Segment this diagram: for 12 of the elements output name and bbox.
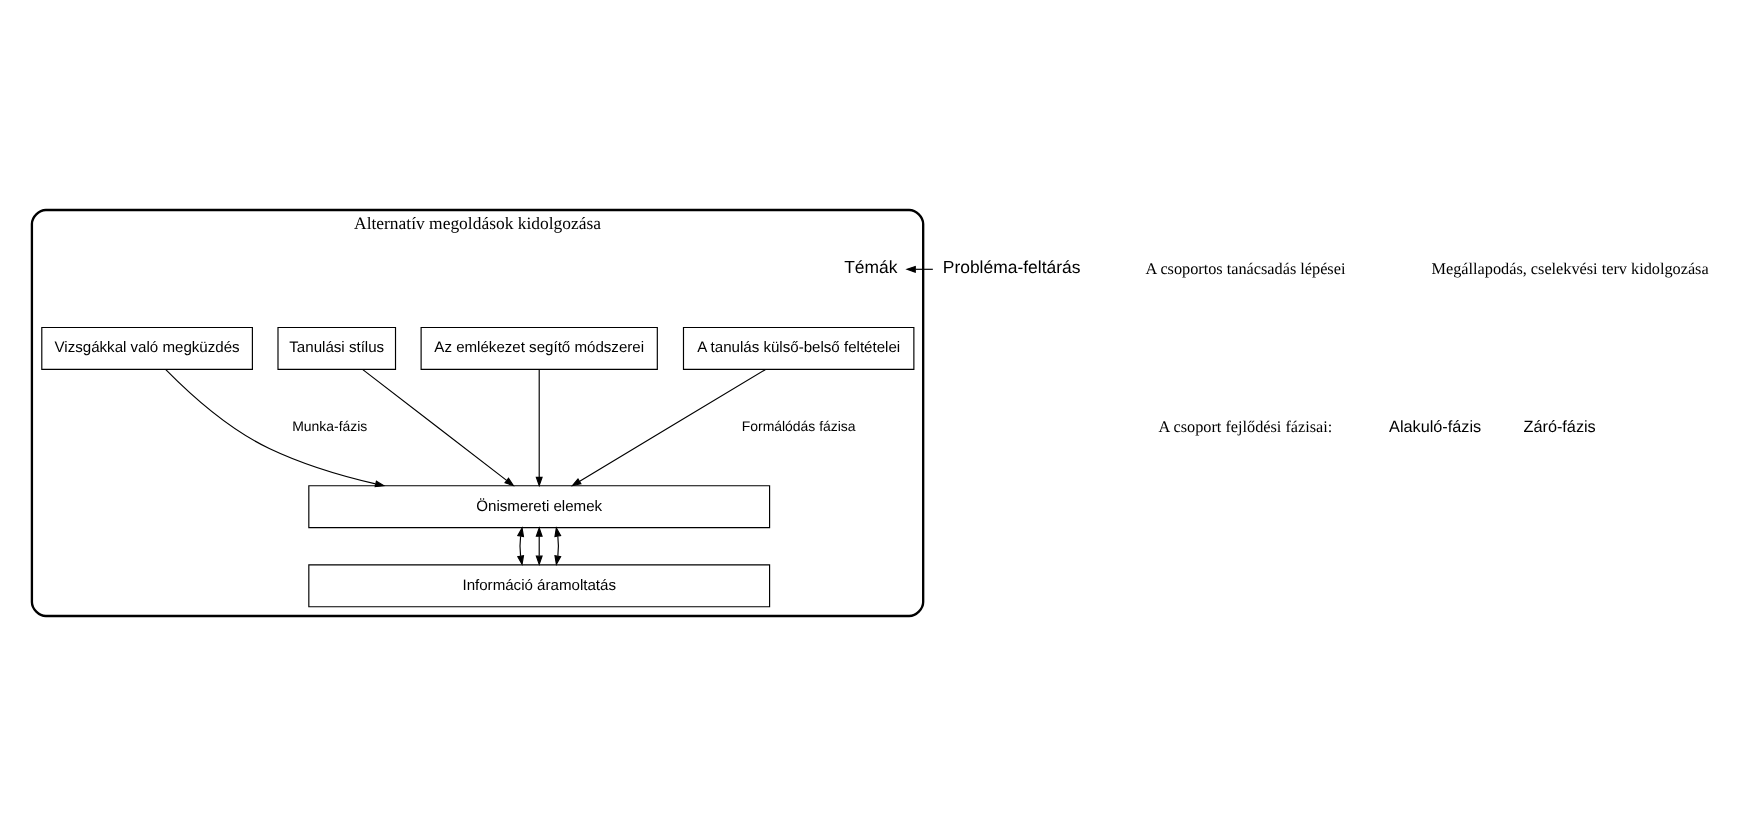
arrow [362, 368, 515, 486]
label: Megállapodás, cselekvési terv kidolgozása [1431, 258, 1709, 277]
label: A csoport fejlődési fázisai: [1158, 416, 1333, 435]
node-text: Témák [844, 256, 898, 277]
label: A csoportos tanácsadás lépései [1145, 258, 1346, 277]
arrow [165, 368, 386, 487]
node-text: Probléma-feltárás [942, 256, 1081, 277]
arrow [554, 525, 562, 566]
arrow [516, 525, 525, 566]
arrow [535, 525, 543, 566]
arrow [535, 368, 543, 487]
arrow [570, 368, 766, 486]
